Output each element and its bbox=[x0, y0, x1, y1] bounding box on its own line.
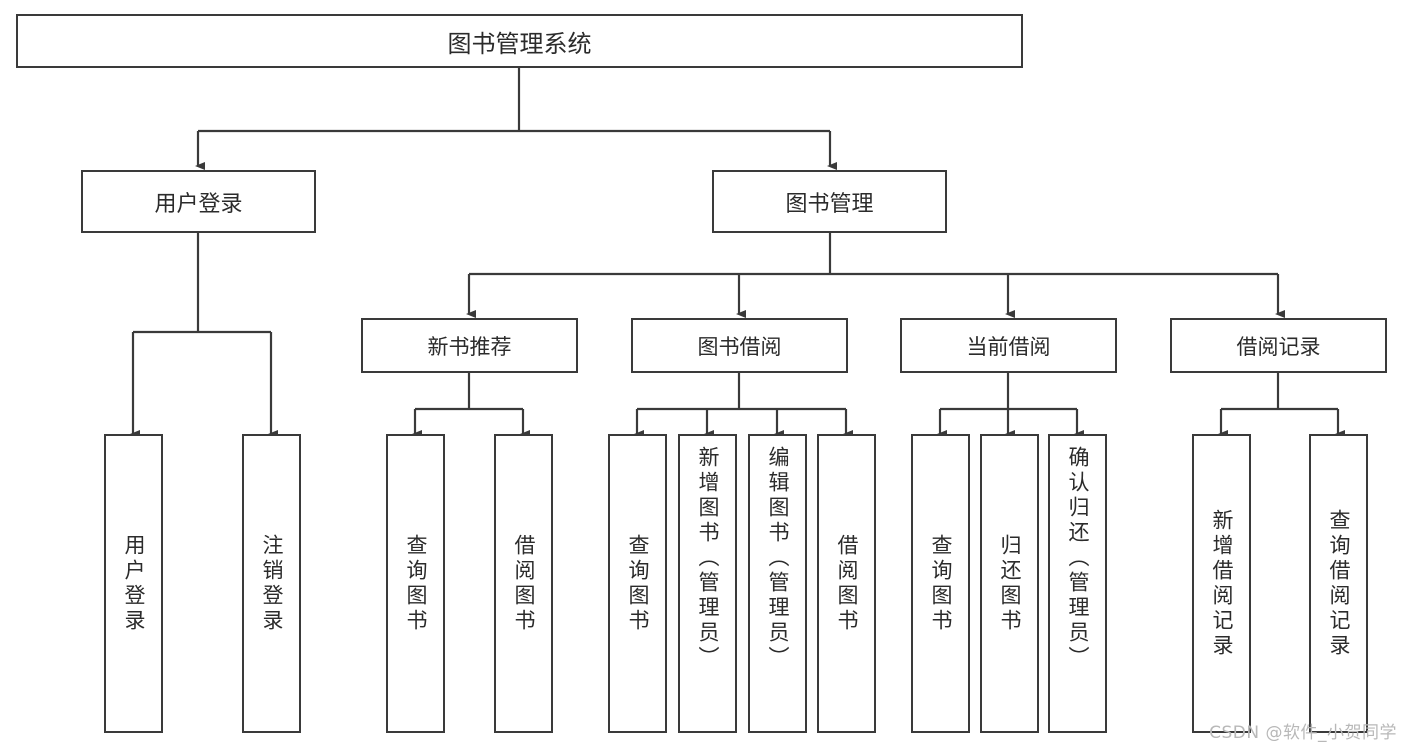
node-borrow-record-label: 借阅记录 bbox=[1236, 334, 1321, 359]
leaf-borrow-edit-book-admin-label: 编辑图书（管理员） bbox=[766, 446, 790, 671]
leaf-new-book-query[interactable]: 查询图书 bbox=[386, 434, 445, 733]
leaf-user-login-login[interactable]: 用户登录 bbox=[104, 434, 163, 733]
node-book-borrow[interactable]: 图书借阅 bbox=[631, 318, 848, 373]
node-book-management-label: 图书管理 bbox=[785, 191, 874, 217]
leaf-current-return-book[interactable]: 归还图书 bbox=[980, 434, 1039, 733]
node-book-borrow-label: 图书借阅 bbox=[697, 334, 782, 359]
leaf-borrow-add-book-admin-label: 新增图书（管理员） bbox=[696, 446, 720, 671]
leaf-borrow-borrow-book-label: 借阅图书 bbox=[835, 533, 859, 634]
node-root-system[interactable]: 图书管理系统 bbox=[16, 14, 1023, 68]
leaf-record-query-record-label: 查询借阅记录 bbox=[1327, 508, 1351, 659]
leaf-user-login-logout[interactable]: 注销登录 bbox=[242, 434, 301, 733]
leaf-new-book-borrow[interactable]: 借阅图书 bbox=[494, 434, 553, 733]
leaf-record-add-record[interactable]: 新增借阅记录 bbox=[1192, 434, 1251, 733]
leaf-current-return-book-label: 归还图书 bbox=[998, 533, 1022, 634]
node-borrow-record[interactable]: 借阅记录 bbox=[1170, 318, 1387, 373]
leaf-borrow-borrow-book[interactable]: 借阅图书 bbox=[817, 434, 876, 733]
node-current-borrow-label: 当前借阅 bbox=[966, 334, 1051, 359]
node-user-login[interactable]: 用户登录 bbox=[81, 170, 316, 233]
leaf-borrow-edit-book-admin[interactable]: 编辑图书（管理员） bbox=[748, 434, 807, 733]
node-root-system-label: 图书管理系统 bbox=[447, 29, 592, 58]
leaf-new-book-borrow-label: 借阅图书 bbox=[512, 533, 536, 634]
node-new-book-recommend[interactable]: 新书推荐 bbox=[361, 318, 578, 373]
leaf-current-query-book[interactable]: 查询图书 bbox=[911, 434, 970, 733]
csdn-watermark: CSDN @软件_小贺同学 bbox=[1209, 723, 1397, 743]
leaf-borrow-query-book-label: 查询图书 bbox=[626, 533, 650, 634]
leaf-record-add-record-label: 新增借阅记录 bbox=[1210, 508, 1234, 659]
node-current-borrow[interactable]: 当前借阅 bbox=[900, 318, 1117, 373]
leaf-current-query-book-label: 查询图书 bbox=[929, 533, 953, 634]
node-book-management[interactable]: 图书管理 bbox=[712, 170, 947, 233]
leaf-borrow-query-book[interactable]: 查询图书 bbox=[608, 434, 667, 733]
leaf-current-confirm-return-admin-label: 确认归还（管理员） bbox=[1066, 446, 1090, 671]
leaf-current-confirm-return-admin[interactable]: 确认归还（管理员） bbox=[1048, 434, 1107, 733]
leaf-new-book-query-label: 查询图书 bbox=[404, 533, 428, 634]
node-new-book-recommend-label: 新书推荐 bbox=[427, 334, 512, 359]
leaf-user-login-login-label: 用户登录 bbox=[122, 533, 146, 634]
node-user-login-label: 用户登录 bbox=[154, 191, 243, 217]
leaf-record-query-record[interactable]: 查询借阅记录 bbox=[1309, 434, 1368, 733]
leaf-borrow-add-book-admin[interactable]: 新增图书（管理员） bbox=[678, 434, 737, 733]
leaf-user-login-logout-label: 注销登录 bbox=[260, 533, 284, 634]
